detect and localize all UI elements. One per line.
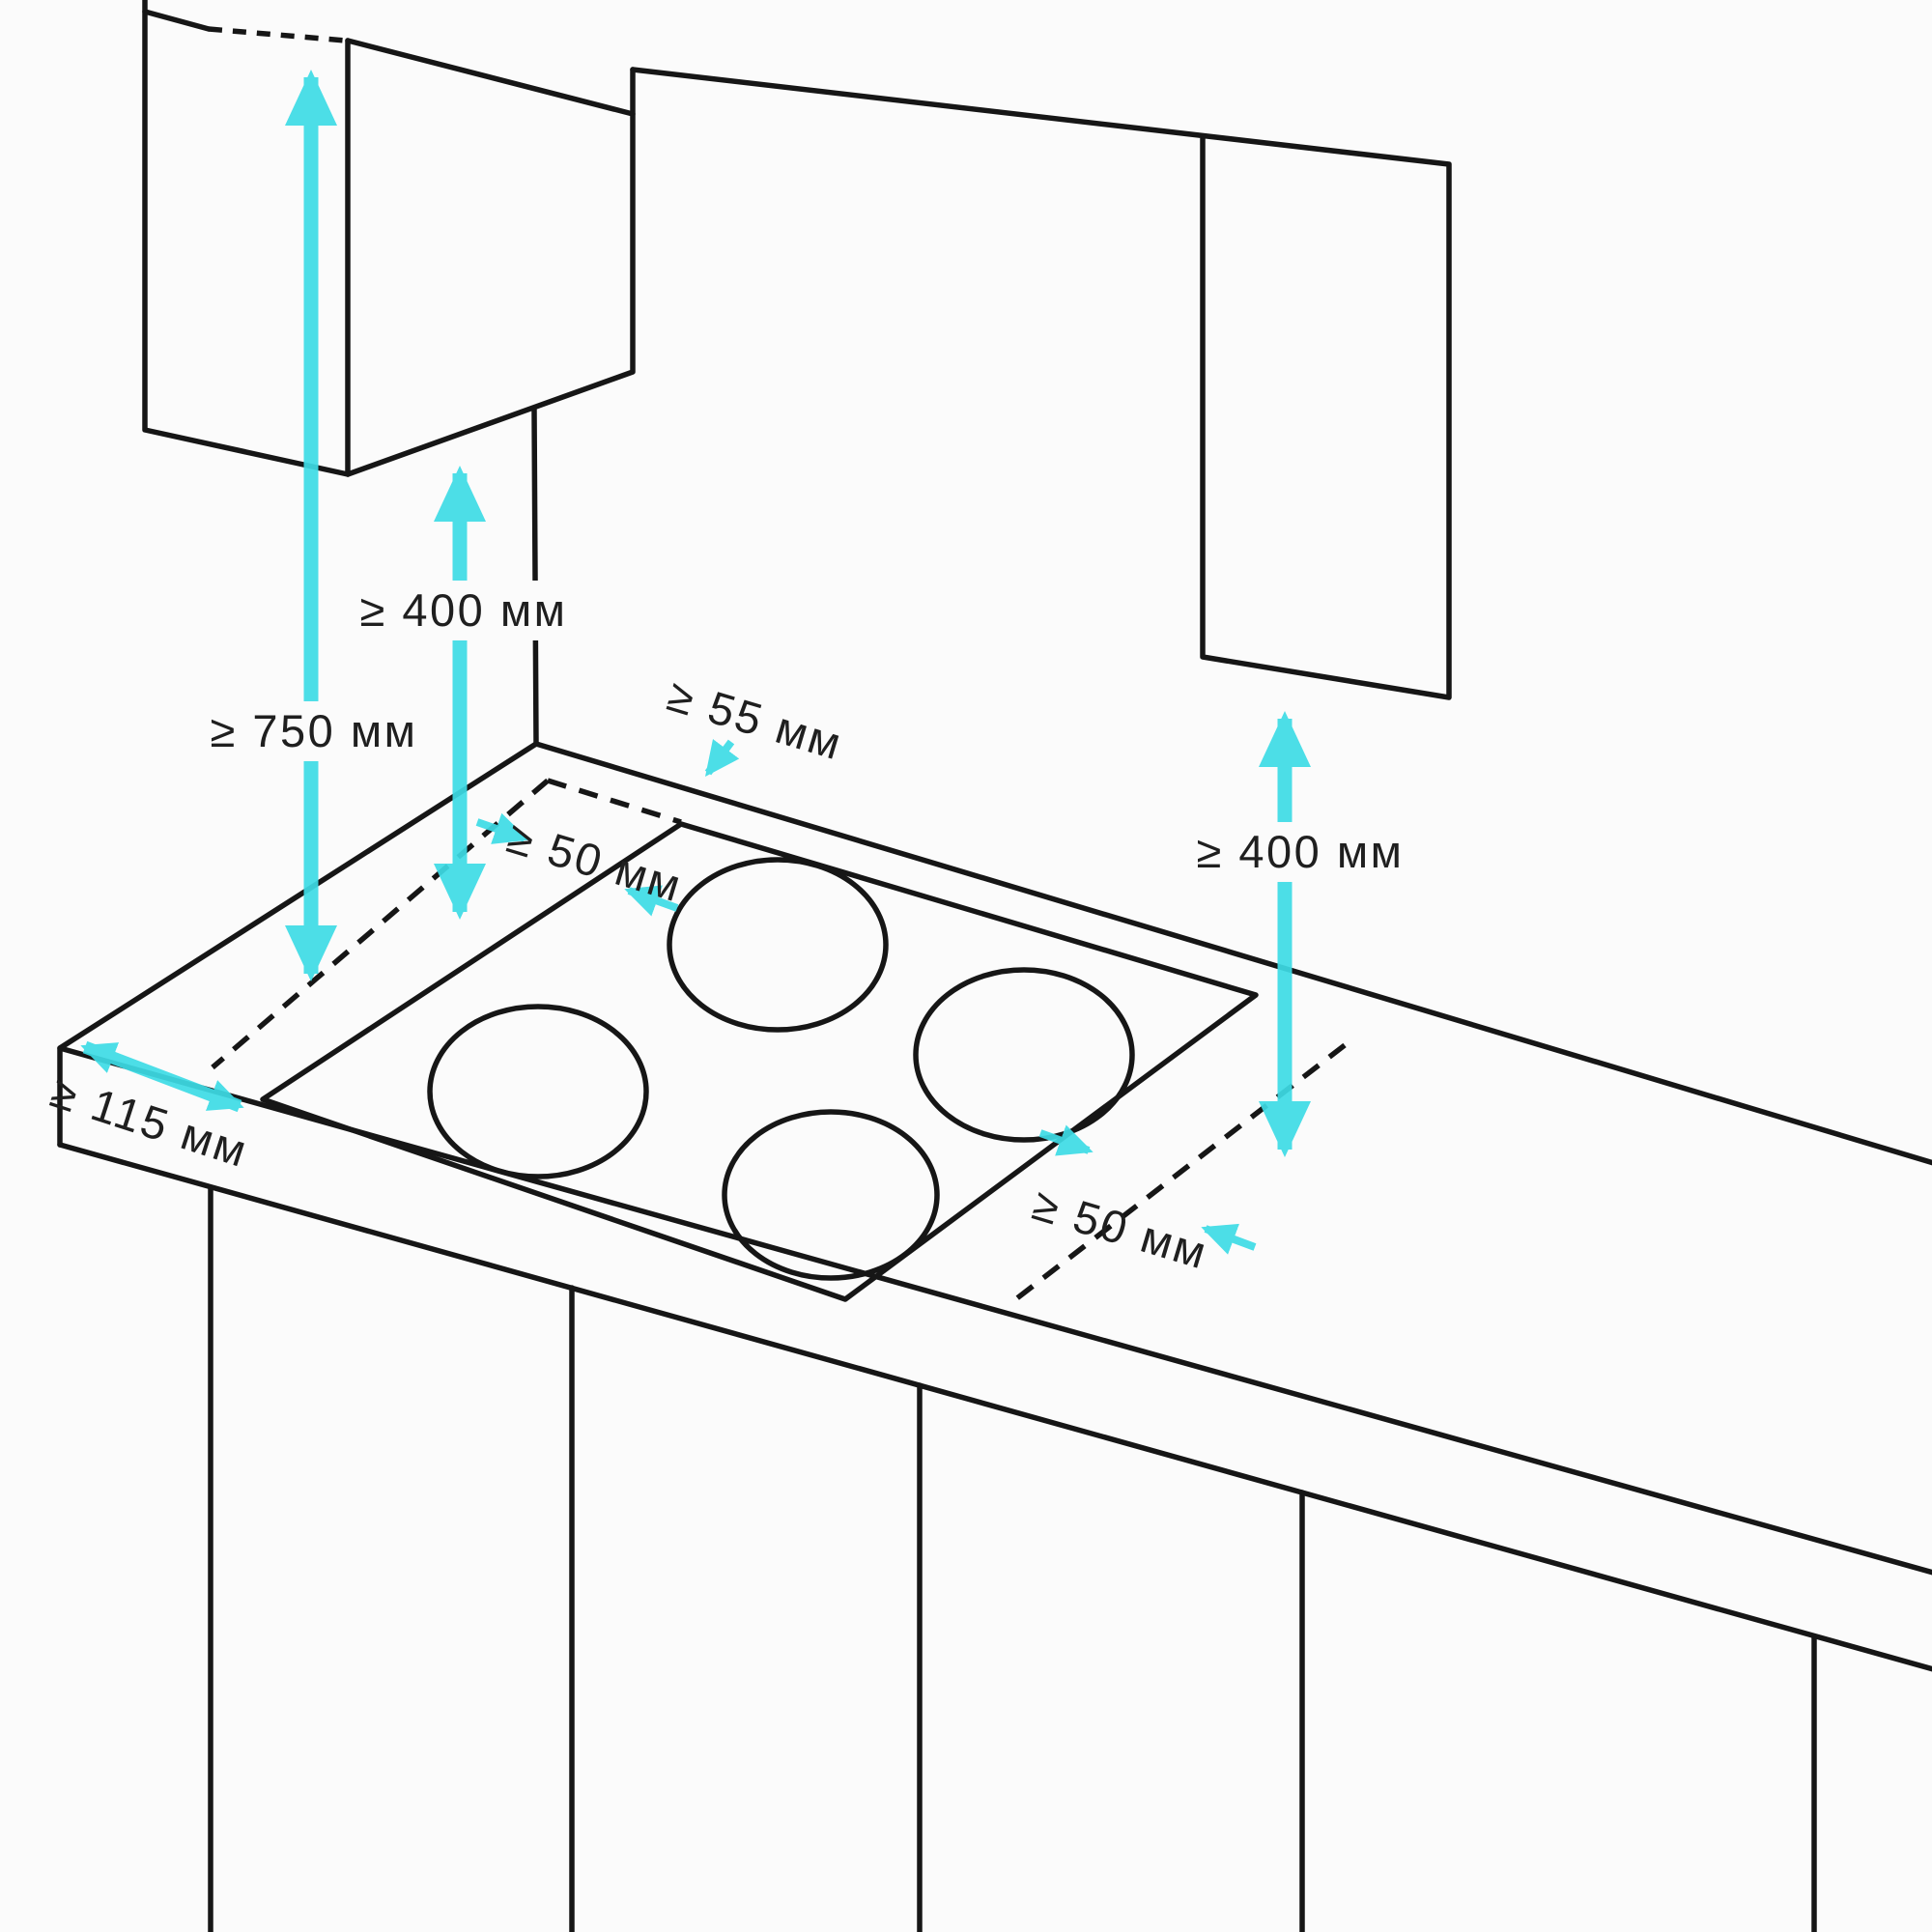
countertop: [57, 741, 1932, 1672]
dimension-arrow-50-front-b-icon: [1201, 1223, 1257, 1255]
upper-right-cabinet: [630, 67, 1452, 700]
dimension-arrow-50-rear-a-icon: [475, 812, 529, 844]
countertop-front-bottom-edge: [57, 1142, 1932, 1672]
cabinet-top-edge: [142, 9, 212, 32]
cabinet-hidden-top-edge: [208, 26, 347, 43]
burner-back: [667, 857, 889, 1033]
cabinet-left-face: [142, 0, 351, 477]
cabinet-front-face: [345, 38, 636, 477]
cooktop-outline: [260, 821, 1259, 1302]
cutout-dashed-rear: [547, 778, 682, 825]
label-right-cabinet-clearance: ≥ 400 мм: [1182, 821, 1418, 883]
base-cabinets: [208, 1184, 1817, 1932]
dimension-arrow-55-icon: [704, 739, 740, 777]
label-hood-clearance: ≥ 750 мм: [196, 700, 432, 762]
cooktop-panel: [260, 821, 1259, 1302]
burner-left: [427, 1004, 649, 1179]
label-left-cabinet-clearance: ≥ 400 мм: [346, 580, 582, 641]
burner-right: [913, 967, 1135, 1143]
dimension-arrow-50-front-a-icon: [1038, 1124, 1094, 1156]
wall-corner-line: [531, 407, 539, 747]
cabinet-outline: [630, 67, 1452, 700]
burner-front: [722, 1109, 940, 1281]
countertop-back-and-left-edge: [57, 741, 1932, 1166]
upper-left-cabinet: [142, 0, 636, 477]
dimension-arrow-50-rear-b-icon: [624, 885, 679, 917]
dimension-arrow-115-icon: [80, 1040, 244, 1113]
